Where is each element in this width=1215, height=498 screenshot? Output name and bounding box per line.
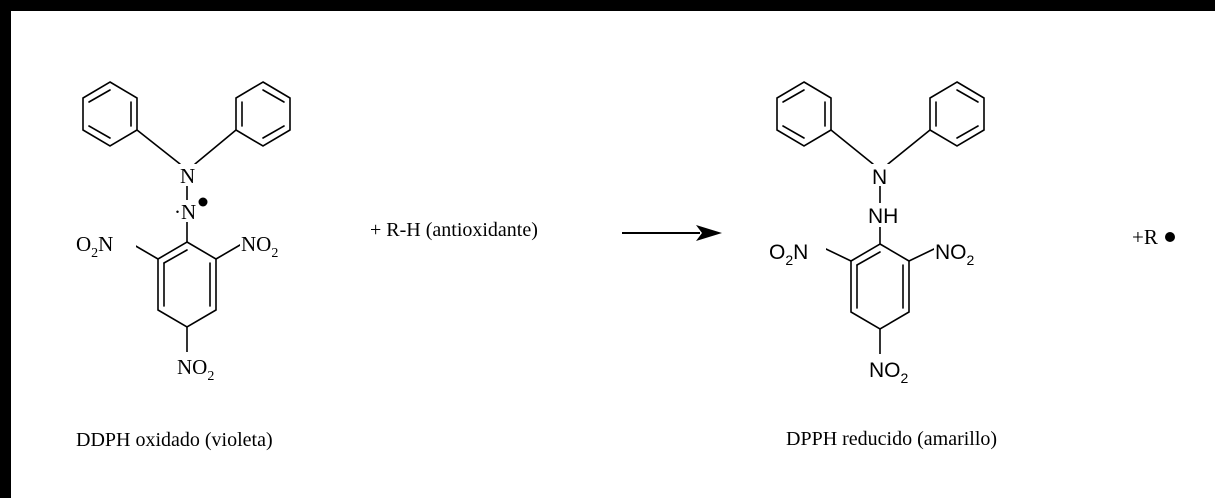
- product-nh: NH: [868, 205, 898, 228]
- reactant-n-top: N: [180, 164, 195, 188]
- product-structure: N NH O2N NO2 NO2: [768, 81, 998, 386]
- reactant-radical-dot: [198, 197, 208, 207]
- product-no2-bottom: NO2: [869, 359, 909, 386]
- reagent-label: + R-H (antioxidante): [370, 219, 538, 241]
- reactant-structure: N ·N O2N NO2 NO2: [74, 81, 304, 384]
- reactant-caption: DDPH oxidado (violeta): [76, 429, 273, 451]
- reactant-o2n-left: O2N: [76, 232, 113, 261]
- product-left-phenyl: [776, 81, 832, 147]
- product-right-phenyl: [929, 81, 985, 147]
- byproduct-radical: +R: [1132, 225, 1175, 249]
- product-picryl-ring: [850, 243, 910, 330]
- reactant-right-phenyl: [235, 81, 291, 147]
- product-o2n-left: O2N: [769, 241, 808, 268]
- reactant-no2-bottom: NO2: [177, 355, 214, 384]
- product-no2-right: NO2: [935, 241, 975, 268]
- reactant-no2-right: NO2: [241, 232, 278, 261]
- byproduct-radical-dot: [1165, 232, 1175, 242]
- reactant-left-phenyl: [82, 81, 138, 147]
- reactant-n-radical: ·N: [174, 200, 196, 224]
- reaction-arrow: [622, 225, 722, 241]
- product-caption: DPPH reducido (amarillo): [786, 428, 998, 450]
- reactant-picryl-ring: [157, 241, 217, 328]
- byproduct-label: +R: [1132, 225, 1158, 249]
- product-n-top: N: [872, 166, 887, 189]
